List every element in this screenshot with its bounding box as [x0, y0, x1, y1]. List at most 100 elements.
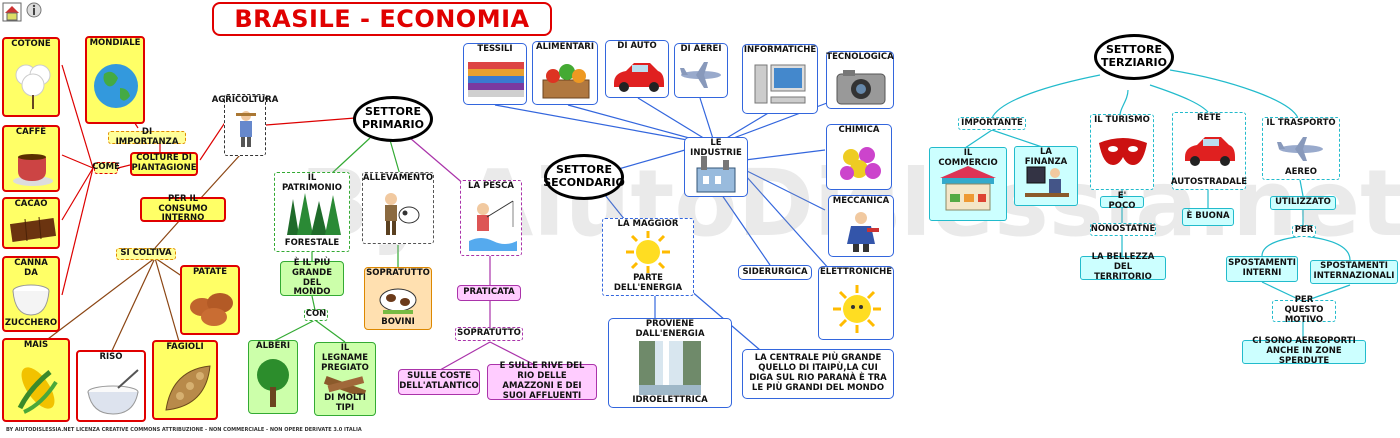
- chimica-label: CHIMICA: [838, 125, 880, 135]
- fagioli-label: FAGIOLI: [166, 342, 204, 352]
- trasporto-label: IL TRASPORTO: [1266, 118, 1336, 128]
- cotone-label: COTONE: [11, 39, 51, 49]
- aeroporti-node: CI SONO AEREOPORTI ANCHE IN ZONE SPERDUT…: [1242, 336, 1366, 366]
- fagioli-node: FAGIOLI: [152, 340, 218, 420]
- fisherman-icon: [469, 200, 517, 251]
- si-coltiva-node: SI COLTIVA: [116, 248, 176, 260]
- consumo-interno-node: PER IL CONSUMO INTERNO: [140, 194, 226, 223]
- red-car-icon: [614, 63, 664, 92]
- proviene-label: PROVIENE DALL'ENERGIA: [635, 319, 705, 339]
- home-icon[interactable]: [2, 2, 22, 22]
- canna-label: CANNA DA: [14, 258, 48, 278]
- mais-node: MAIS: [2, 338, 70, 422]
- cacao-label: CACAO: [14, 199, 48, 209]
- globe-icon: [94, 64, 138, 108]
- sopratutto-label-1: SOPRATUTTO: [366, 268, 430, 278]
- spostamenti-internazionali-node: SPOSTAMENTI INTERNAZIONALI: [1310, 260, 1398, 284]
- car-icon: [1185, 137, 1235, 166]
- per-node: PER: [1292, 225, 1316, 237]
- patrimonio-forestale-node: IL PATRIMONIO FORESTALE: [274, 172, 350, 252]
- waterfall-image: [639, 340, 701, 395]
- bean-pod-icon: [165, 365, 211, 411]
- di-aerei-node: DI AEREI: [674, 43, 728, 98]
- finanza-label: LA FINANZA: [1024, 147, 1068, 167]
- bovini-label: BOVINI: [381, 317, 415, 328]
- riso-label: RISO: [99, 352, 123, 362]
- canna-zucchero-node: CANNA DA ZUCCHERO: [2, 256, 60, 332]
- potato-icon: [190, 293, 233, 326]
- tessili-node: TESSILI: [463, 43, 527, 105]
- chocolate-icon: [9, 216, 57, 242]
- molti-tipi-label: DI MOLTI TIPI: [324, 393, 366, 414]
- zucchero-label: ZUCCHERO: [4, 318, 58, 329]
- tessili-label: TESSILI: [477, 44, 513, 54]
- sugar-bowl-icon: [12, 284, 50, 316]
- come-node: COME: [92, 162, 120, 174]
- plane-icon: [1277, 136, 1323, 161]
- commercio-label: IL COMMERCIO: [938, 148, 998, 168]
- settore-primario-node: SETTORE PRIMARIO: [353, 96, 433, 142]
- factory-icon: [696, 156, 736, 193]
- alimentari-node: ALIMENTARI: [532, 41, 598, 105]
- mondiale-label: MONDIALE: [89, 38, 141, 48]
- info-icon[interactable]: [26, 2, 42, 18]
- rive-amazzoni-node: E SULLE RIVE DEL RIO DELLE AMAZZONI E DE…: [487, 362, 597, 401]
- finanza-node: LA FINANZA: [1014, 146, 1078, 206]
- forest-icon: [287, 193, 341, 235]
- coffee-cup-icon: [13, 154, 53, 186]
- centrale-itaipu-node: LA CENTRALE PIÙ GRANDE QUELLO DI ITAIPÙ,…: [742, 349, 894, 399]
- page-title: BRASILE - ECONOMIA: [212, 2, 552, 36]
- sopratutto-pesca-node: SOPRATUTTO: [455, 327, 523, 341]
- turismo-node: IL TURISMO: [1090, 114, 1154, 190]
- e-poco-node: E' POCO: [1100, 191, 1144, 211]
- energy-sun-icon: [626, 231, 670, 274]
- energia-idroelettrica-node: PROVIENE DALL'ENERGIA IDROELETTRICA: [608, 318, 732, 408]
- praticata-node: PRATICATA: [457, 285, 521, 301]
- settore-terziario-node: SETTORE TERZIARIO: [1094, 34, 1174, 80]
- elettroniche-label: ELETTRONICHE: [819, 267, 893, 277]
- cotone-node: COTONE: [2, 37, 60, 117]
- informatiche-label: INFORMATICHE: [743, 45, 817, 55]
- utilizzato-node: UTILIZZATO: [1270, 196, 1336, 210]
- lightning-sun-icon: [833, 285, 881, 333]
- bellezza-territorio-node: LA BELLEZZA DEL TERRITORIO: [1080, 252, 1166, 282]
- maggior-label: LA MAGGIOR: [617, 219, 679, 229]
- idroelettrica-label: IDROELETTRICA: [632, 395, 708, 406]
- wood-log-icon: [323, 376, 367, 395]
- nonostatne-node: NONOSTATNE: [1090, 223, 1156, 236]
- aereo-label: AEREO: [1285, 167, 1317, 178]
- allevamento-node: ALLEVAMENTO: [362, 172, 434, 244]
- spostamenti-interni-node: SPOSTAMENTI INTERNI: [1226, 256, 1298, 282]
- elettroniche-node: ELETTRONICHE: [818, 266, 894, 340]
- di-aerei-label: DI AEREI: [680, 44, 722, 54]
- agricoltura-label: AGRICOLTURA: [211, 95, 279, 105]
- office-worker-icon: [1025, 166, 1069, 197]
- di-auto-node: DI AUTO: [605, 40, 669, 98]
- per-questo-motivo-node: PER QUESTO MOTIVO: [1272, 295, 1336, 325]
- caffe-label: CAFFÈ: [15, 127, 47, 137]
- airplane-icon: [680, 62, 721, 88]
- riso-node: RISO: [76, 350, 146, 422]
- maggior-parte-energia-node: LA MAGGIOR PARTE DELL'ENERGIA: [602, 218, 694, 296]
- pesca-node: LA PESCA: [460, 180, 522, 256]
- industrie-label: LE INDUSTRIE: [690, 138, 742, 158]
- forestale-label: FORESTALE: [284, 238, 340, 248]
- meccanica-node: MECCANICA: [828, 195, 894, 257]
- importante-node: IMPORTANTE: [958, 117, 1026, 130]
- meccanica-label: MECCANICA: [832, 196, 890, 206]
- e-buona-node: È BUONA: [1182, 208, 1234, 226]
- rice-bowl-icon: [87, 369, 139, 415]
- agricoltura-node: AGRICOLTURA: [212, 94, 278, 156]
- settore-secondario-node: SETTORE SECONDARIO: [543, 154, 625, 200]
- mais-label: MAIS: [23, 340, 49, 350]
- carnival-mask-icon: [1099, 138, 1147, 165]
- alberi-label: ALBERI: [256, 341, 290, 351]
- legname-label: IL LEGNAME PREGIATO: [321, 343, 369, 373]
- farmer-cow-icon: [385, 193, 420, 235]
- tecnologica-label: TECNOLOGICA: [826, 52, 894, 62]
- colture-piantagione-node: COLTURE DI PIANTAGIONE: [130, 152, 198, 176]
- pesca-label: LA PESCA: [468, 181, 514, 191]
- informatiche-node: INFORMATICHE: [742, 44, 818, 114]
- alimentari-label: ALIMENTARI: [536, 42, 594, 52]
